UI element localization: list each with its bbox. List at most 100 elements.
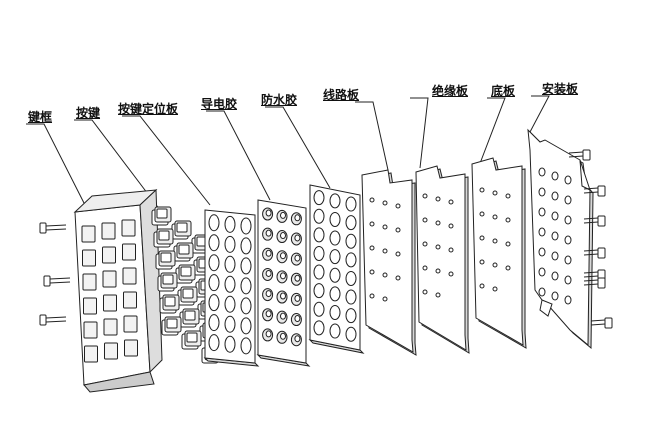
via [435,292,441,298]
via [422,193,428,199]
hole [492,238,498,244]
key-window [81,225,96,243]
key-window [104,342,118,360]
leader-line [355,101,389,171]
label-conductive-rubber: 导电胶 [201,97,238,111]
hole [329,267,341,283]
hole [313,208,325,224]
key-window [101,222,116,240]
via [369,269,375,275]
hole [313,283,325,299]
key-cap [177,286,198,306]
key-locator-plate [203,209,260,367]
key-window [83,321,98,339]
hole [224,255,236,273]
hole [329,230,341,246]
hole [564,255,572,265]
hole [313,264,325,280]
key-window [122,243,136,261]
hole [208,214,220,232]
hole [551,231,559,241]
leader-lines [26,95,550,211]
hole [551,191,559,201]
key-window [103,318,118,336]
via [382,272,388,278]
via [435,268,441,274]
key-cap [179,308,200,328]
hole [345,308,357,324]
label-insulation-board: 绝缘板 [432,84,469,98]
hole [479,283,485,289]
hole [551,211,559,221]
hole [224,295,236,313]
hole [240,257,252,275]
key-window [123,315,138,333]
hole [479,235,485,241]
hole [313,227,325,243]
hole [538,187,546,197]
hole [564,295,572,305]
hole [208,254,220,272]
hole [538,287,546,297]
hole [224,275,236,293]
key-window [124,339,138,357]
screw [583,215,606,227]
key-frame [73,188,163,393]
via [422,241,428,247]
hole [479,211,485,217]
hole [313,301,325,317]
screw [583,277,606,289]
key-cap [175,264,196,284]
hole [492,262,498,268]
hole [345,270,357,286]
hole [564,175,572,185]
key-window [82,273,97,291]
hole [208,334,220,352]
hole [224,315,236,333]
mounting-plate [527,128,594,350]
hole [329,323,341,339]
hole [345,215,357,231]
hole [551,271,559,281]
key-window [82,249,96,267]
via [369,293,375,299]
via [448,271,454,277]
via [369,221,375,227]
via [395,275,401,281]
hole [551,291,559,301]
key-window [84,345,98,363]
key-cap [159,294,180,314]
via [382,296,388,302]
key-cap [157,272,178,292]
hole [564,275,572,285]
hole [505,193,511,199]
via [422,289,428,295]
conductive-rubber [256,199,311,367]
via [422,217,428,223]
key-window [103,294,117,312]
screw [590,317,613,329]
screw [583,247,606,259]
hole [329,211,341,227]
key-cap [151,206,172,226]
hole [208,314,220,332]
via [382,248,388,254]
via [369,197,375,203]
leader-line [410,97,429,169]
label-circuit-board: 线路板 [323,88,360,102]
via [382,200,388,206]
hole [208,234,220,252]
mounting-tab [539,299,553,317]
hole [492,286,498,292]
label-base-plate: 底板 [491,84,516,98]
leader-line [74,119,161,211]
leader-line [26,123,86,206]
key-cap [173,242,194,262]
hole [538,267,546,277]
hole [240,297,252,315]
hole [329,193,341,209]
via [448,247,454,253]
hole [479,187,485,193]
